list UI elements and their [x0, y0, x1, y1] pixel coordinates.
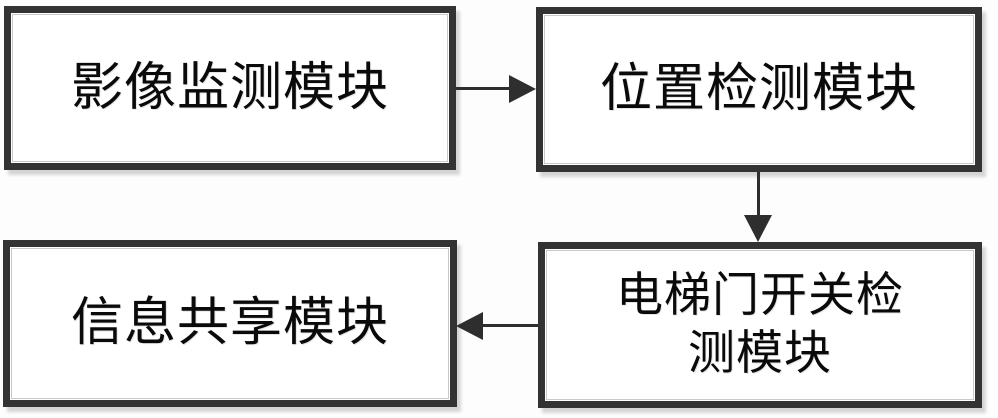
node-position-detect[interactable]: 位置检测模块: [536, 7, 982, 172]
arrow-left-icon: [456, 312, 483, 340]
node-position-detect-label: 位置检测模块: [599, 59, 918, 120]
connector-line: [456, 87, 511, 90]
connector-line: [757, 172, 760, 218]
node-image-monitor-label: 影像监测模块: [70, 57, 389, 118]
node-door-detect[interactable]: 电梯门开关检 测模块: [538, 242, 982, 408]
node-info-share[interactable]: 信息共享模块: [3, 240, 457, 407]
node-door-detect-label: 电梯门开关检 测模块: [616, 267, 904, 381]
arrow-down-icon: [744, 215, 772, 242]
arrow-right-icon: [509, 75, 536, 103]
node-image-monitor[interactable]: 影像监测模块: [4, 6, 456, 170]
connector-line: [482, 324, 538, 327]
node-info-share-label: 信息共享模块: [70, 293, 389, 354]
